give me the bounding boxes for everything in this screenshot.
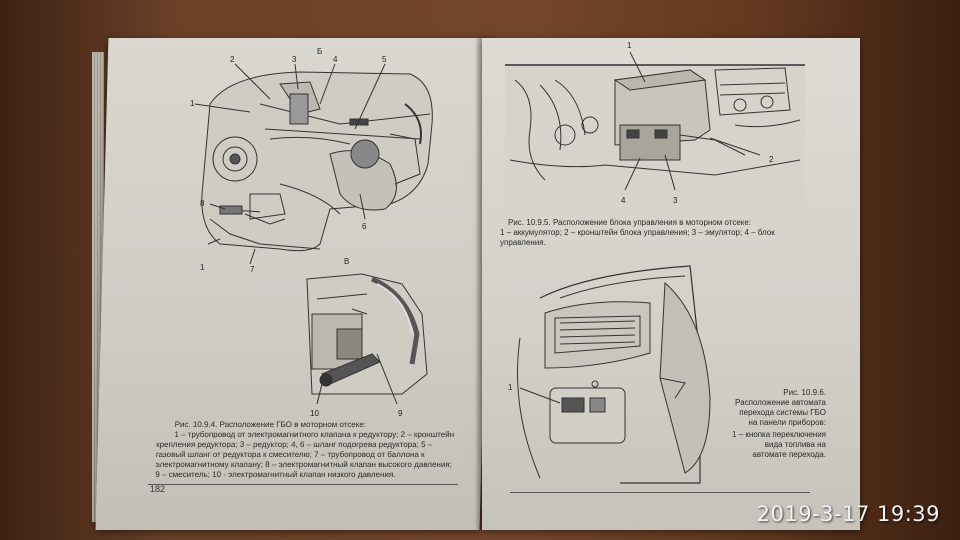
figure-b-callout: 4: [333, 55, 338, 64]
figure-10-9-5-engine-bay-diagram: 1 2 3 4: [505, 41, 805, 205]
caption-text: 1 – кнопка переключения вида топлива на …: [732, 430, 826, 459]
figure-v-mixer-diagram: В 10 9: [306, 257, 428, 418]
figure-b-engine-diagram: Б 1 2 3 4 5 6 7 8 1: [190, 47, 433, 274]
figure-b-callout: 3: [292, 55, 297, 64]
page-number: 182: [150, 484, 166, 494]
figure-10-9-5-callout: 3: [673, 196, 678, 205]
right-page-footer-rule: [510, 492, 810, 493]
figure-10-9-6-caption: Рис. 10.9.6. Расположение автомата перех…: [730, 388, 826, 460]
figure-v-callout: 10: [310, 409, 319, 418]
figure-v-callout: 9: [398, 409, 403, 418]
caption-title: Рис. 10.9.6. Расположение автомата перех…: [735, 388, 826, 427]
caption-title: Рис. 10.9.5. Расположение блока управлен…: [508, 218, 752, 227]
figure-b-callout: 2: [230, 55, 235, 64]
caption-text: 1 – трубопровод от электромагнитного кла…: [155, 430, 455, 479]
figure-b-callout: 1: [190, 99, 195, 108]
caption-title: Рис. 10.9.4. Расположение ГБО в моторном…: [174, 420, 367, 429]
figure-10-9-5-callout: 1: [627, 41, 632, 50]
figure-b-callout: 7: [250, 265, 255, 274]
figure-10-9-5-callout: 2: [769, 155, 774, 164]
figure-10-9-6-dashboard-diagram: 1: [508, 265, 711, 484]
figure-b-callout: 1: [200, 263, 205, 272]
caption-text: 1 – аккумулятор; 2 – кронштейн блока упр…: [500, 228, 775, 247]
page-footer-rule: [148, 484, 458, 485]
figure-b-callout: 8: [200, 199, 205, 208]
figure-10-9-5-callout: 4: [621, 196, 626, 205]
photo-timestamp: 2019-3-17 19:39: [756, 502, 940, 526]
figure-10-9-5-caption: Рис. 10.9.5. Расположение блока управлен…: [500, 218, 810, 248]
figure-v-view-letter: В: [344, 257, 349, 266]
figure-10-9-4-caption: Рис. 10.9.4. Расположение ГБО в моторном…: [155, 420, 457, 480]
figure-b-view-letter: Б: [317, 47, 322, 56]
figure-10-9-6-callout: 1: [508, 383, 513, 392]
figure-b-callout: 6: [362, 222, 367, 231]
figure-b-callout: 5: [382, 55, 387, 64]
